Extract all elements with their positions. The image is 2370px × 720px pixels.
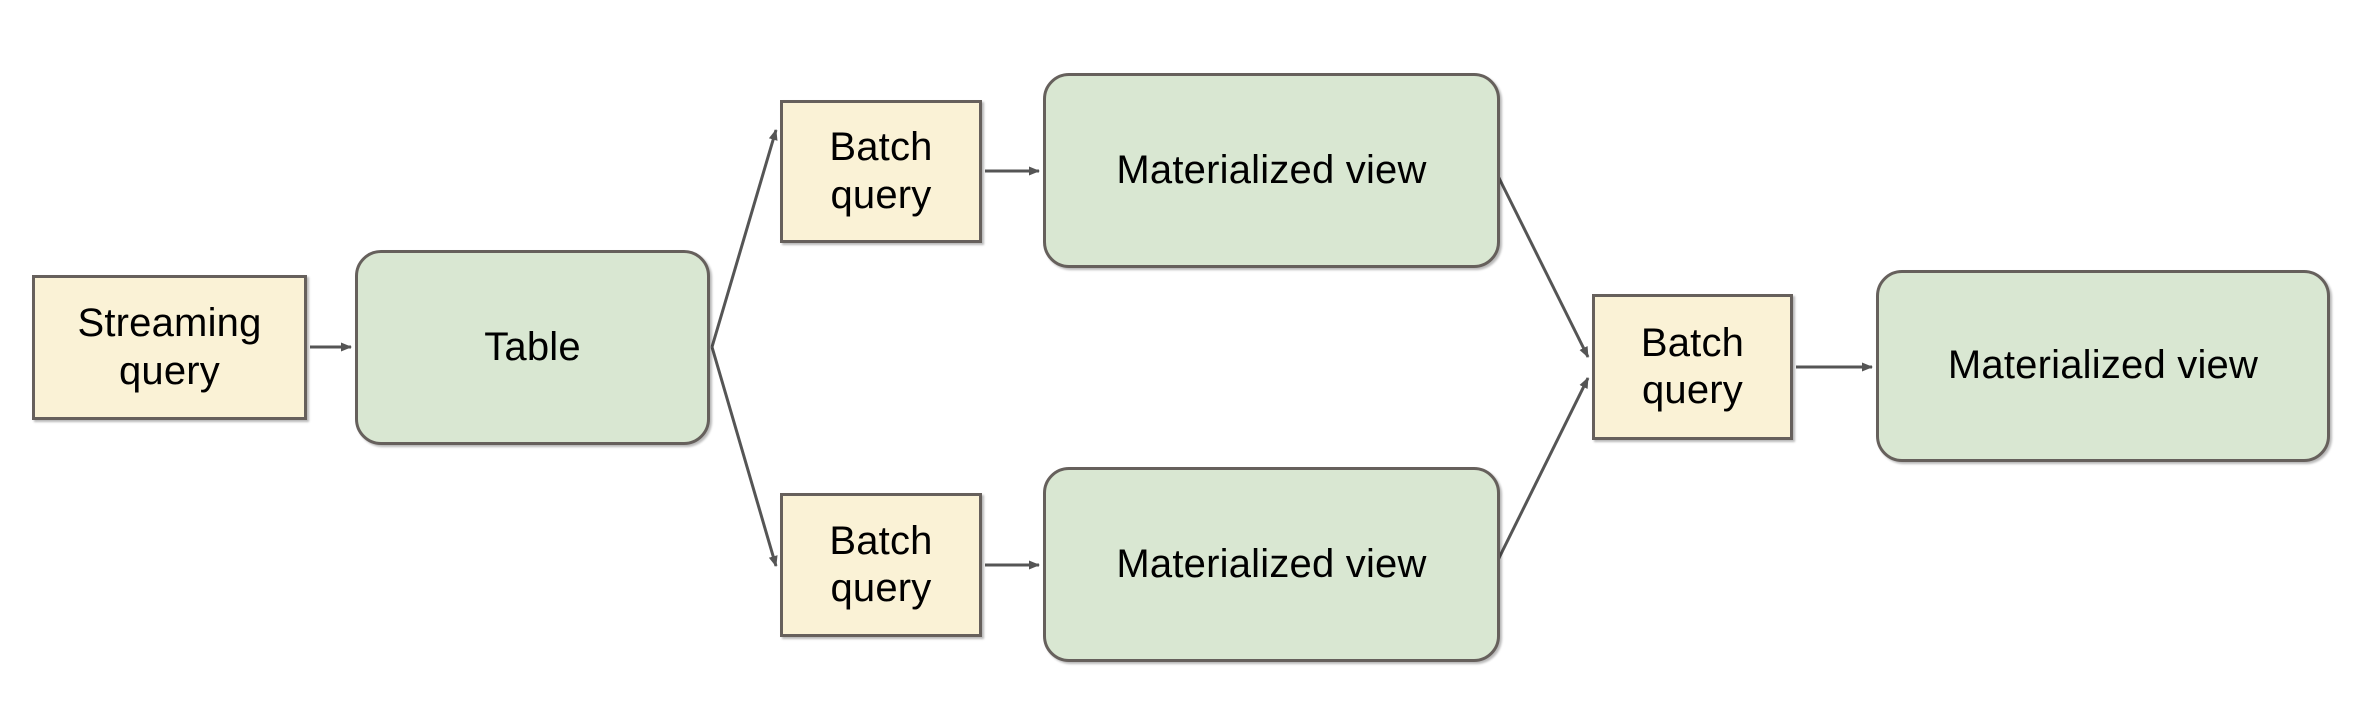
node-materialized-view-bottom[interactable]: Materialized view — [1043, 467, 1500, 662]
node-batch-query-right[interactable]: Batch query — [1592, 294, 1793, 440]
node-batch-query-bottom[interactable]: Batch query — [780, 493, 982, 637]
node-label-batch-query-bottom: Batch query — [829, 518, 933, 610]
node-table[interactable]: Table — [355, 250, 710, 445]
node-batch-query-top[interactable]: Batch query — [780, 100, 982, 243]
node-label-materialized-view-top: Materialized view — [1116, 147, 1427, 192]
node-materialized-view-top[interactable]: Materialized view — [1043, 73, 1500, 268]
edge-materialized-view-top-to-batch-query-right — [1496, 175, 1590, 358]
node-label-batch-query-top: Batch query — [829, 125, 933, 217]
node-label-materialized-view-right: Materialized view — [1947, 343, 2259, 388]
node-label-materialized-view-bottom: Materialized view — [1116, 541, 1427, 586]
edge-materialized-view-bottom-to-batch-query-right — [1496, 377, 1590, 561]
node-label-streaming-query: Streaming query — [77, 301, 262, 393]
edge-table-to-batch-query-bottom — [710, 346, 778, 567]
node-label-table: Table — [484, 324, 581, 369]
node-label-batch-query-right: Batch query — [1640, 320, 1745, 412]
node-streaming-query[interactable]: Streaming query — [32, 275, 307, 420]
node-materialized-view-right[interactable]: Materialized view — [1876, 270, 2330, 462]
edge-table-to-batch-query-top — [710, 129, 778, 348]
